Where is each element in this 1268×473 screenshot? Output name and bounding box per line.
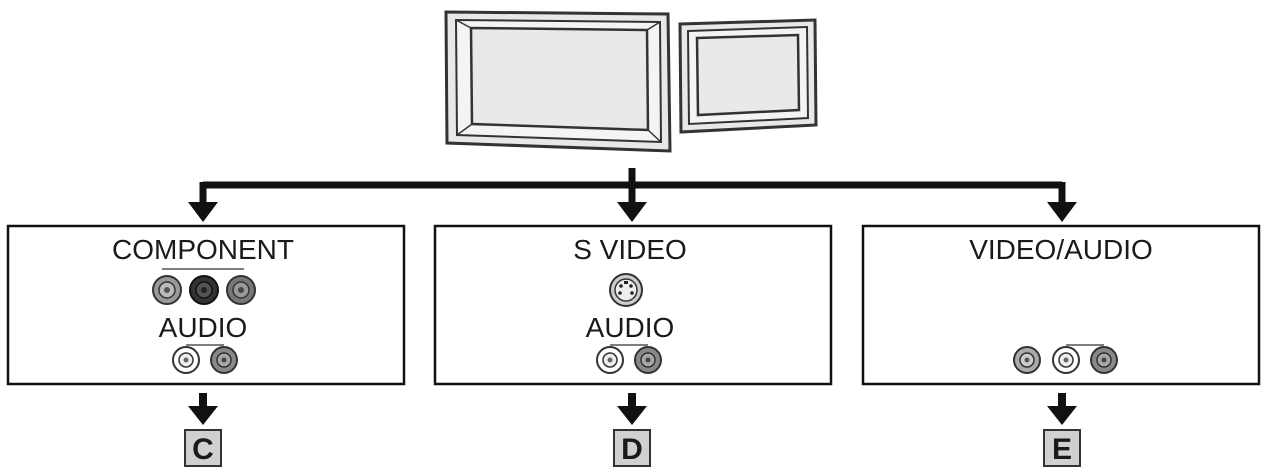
s-video-audio-label: AUDIO <box>586 312 675 343</box>
s-video-jack-icon <box>609 273 643 307</box>
s-video-box: S VIDEO AUDIO <box>433 224 833 386</box>
branch-connector <box>188 168 1077 222</box>
component-jack-pb-icon <box>189 275 219 305</box>
audio-jack-red-icon <box>1090 346 1118 374</box>
component-box: COMPONENT AUDIO <box>6 224 406 386</box>
result-c-label: C <box>192 433 214 466</box>
audio-jack-white-icon <box>172 346 200 374</box>
s-video-title: S VIDEO <box>573 234 687 265</box>
component-audio-label: AUDIO <box>159 312 248 343</box>
result-e: E <box>1043 429 1081 467</box>
result-c: C <box>184 429 222 467</box>
audio-jack-red-icon <box>634 346 662 374</box>
component-jack-pr-icon <box>226 275 256 305</box>
video-audio-title: VIDEO/AUDIO <box>969 234 1153 265</box>
result-d: D <box>613 429 651 467</box>
result-arrows <box>188 393 1077 425</box>
audio-jack-white-icon <box>1052 346 1080 374</box>
component-jack-y-icon <box>152 275 182 305</box>
component-title: COMPONENT <box>112 234 294 265</box>
result-d-label: D <box>621 433 643 466</box>
audio-jack-red-icon <box>210 346 238 374</box>
audio-jack-white-icon <box>596 346 624 374</box>
video-audio-box: VIDEO/AUDIO <box>861 224 1261 386</box>
tv-icon <box>444 10 818 153</box>
result-e-label: E <box>1052 433 1072 466</box>
video-jack-yellow-icon <box>1013 346 1041 374</box>
